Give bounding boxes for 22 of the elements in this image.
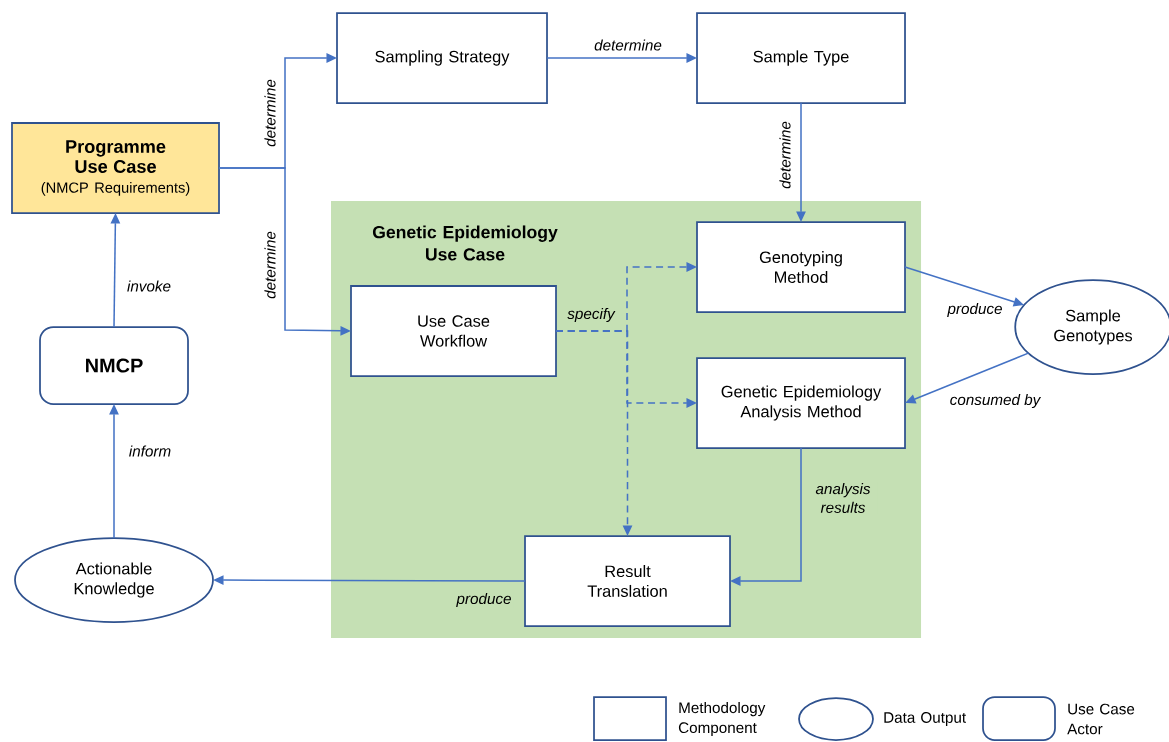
edge-label: specify: [565, 306, 617, 324]
edge-label: determine: [592, 37, 664, 53]
component-box: Genotyping Method: [696, 221, 906, 313]
use-case-box: Programme Use Case (NMCP Requirements): [11, 122, 220, 214]
edge-label: determine: [262, 77, 278, 149]
legend-label: Data Output: [884, 712, 966, 726]
edge-label: determine: [777, 119, 793, 191]
edge-label: produce: [454, 591, 514, 609]
component-box: Sample Type: [696, 12, 906, 104]
edge-label: produce: [945, 301, 1005, 319]
component-box: Result Translation: [524, 535, 731, 627]
actor-box: NMCP: [39, 326, 189, 405]
edge-label: inform: [127, 443, 173, 459]
legend-label: Use Case Actor: [1067, 703, 1135, 735]
edge-label: determine: [262, 229, 278, 301]
edge-label: consumed by: [947, 392, 1043, 410]
component-box: Sampling Strategy: [336, 12, 548, 104]
edge-label: invoke: [125, 278, 173, 294]
edge-label: analysis results: [808, 481, 878, 515]
legend-label: Methodology Component: [678, 701, 766, 737]
component-box: Use Case Workflow: [350, 285, 557, 377]
component-box: Genetic Epidemiology Analysis Method: [696, 357, 906, 449]
